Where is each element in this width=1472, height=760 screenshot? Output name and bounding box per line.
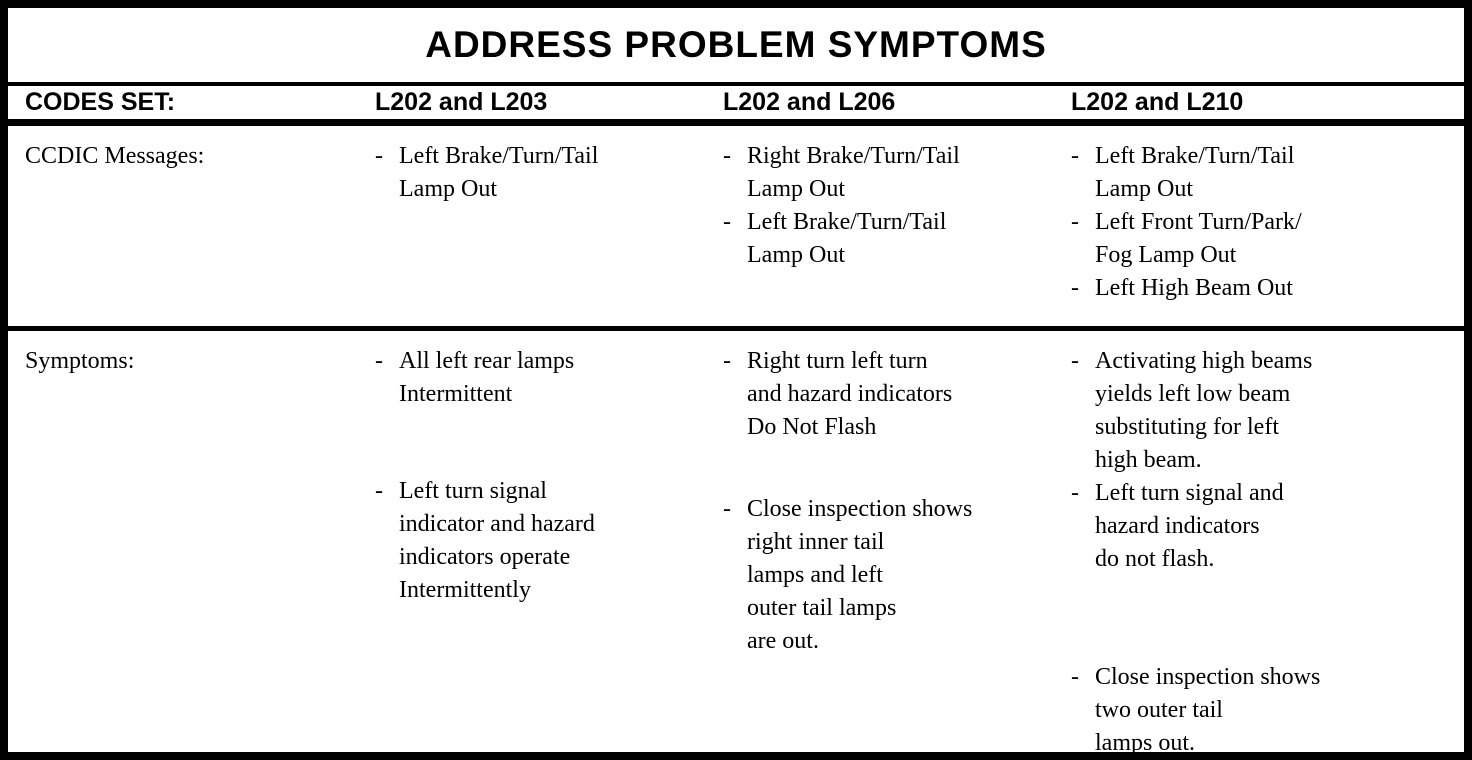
bullet-item: -Left Front Turn/Park/Fog Lamp Out xyxy=(1071,206,1464,272)
bullet-dash: - xyxy=(723,209,731,235)
bullet-dash: - xyxy=(723,496,731,522)
bullet-dash: - xyxy=(1071,143,1079,169)
table-title-row: ADDRESS PROBLEM SYMPTOMS xyxy=(8,8,1464,86)
ccdic-messages-label: CCDIC Messages: xyxy=(25,143,205,169)
column-header-l202-l206: L202 and L206 xyxy=(723,88,896,116)
bullet-dash: - xyxy=(1071,664,1079,690)
bullet-item: -Left High Beam Out xyxy=(1071,272,1464,305)
codes-header-row: CODES SET: L202 and L203 L202 and L206 L… xyxy=(8,86,1464,126)
bullet-dash: - xyxy=(1071,209,1079,235)
bullet-dash: - xyxy=(375,143,383,169)
bullet-text: Left Front Turn/Park/Fog Lamp Out xyxy=(1095,209,1302,268)
symptoms-label: Symptoms: xyxy=(25,348,135,374)
codes-set-label: CODES SET: xyxy=(25,88,176,116)
bullet-dash: - xyxy=(1071,275,1079,301)
bullet-dash: - xyxy=(723,143,731,169)
bullet-dash: - xyxy=(1071,348,1079,374)
bullet-dash: - xyxy=(1071,480,1079,506)
bullet-dash: - xyxy=(723,348,731,374)
table-title: ADDRESS PROBLEM SYMPTOMS xyxy=(425,24,1047,65)
bullet-text: Left High Beam Out xyxy=(1095,275,1293,301)
column-header-l202-l203: L202 and L203 xyxy=(375,88,548,116)
bullet-dash: - xyxy=(375,478,383,504)
bullet-dash: - xyxy=(375,348,383,374)
column-header-l202-l210: L202 and L210 xyxy=(1071,88,1244,116)
